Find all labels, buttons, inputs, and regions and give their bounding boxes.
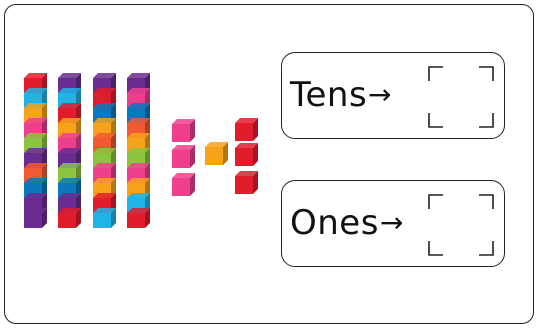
ones-cube [235, 118, 258, 141]
tens-rod [58, 73, 81, 228]
rod-cube [24, 208, 47, 228]
tens-answer-bracket-icon[interactable] [427, 65, 495, 129]
rod-cube [127, 208, 150, 228]
ones-cube [172, 145, 195, 168]
ones-box: Ones → [281, 180, 505, 267]
tens-box: Tens → [281, 52, 505, 139]
rod-cube [58, 208, 81, 228]
tens-rod [24, 73, 47, 228]
ones-cube [235, 143, 258, 166]
ones-cube [205, 142, 228, 165]
tens-arrow: → [368, 75, 391, 115]
ones-answer-bracket-icon[interactable] [427, 193, 495, 257]
rod-cube [93, 208, 116, 228]
tens-rod [93, 73, 116, 228]
ones-cube [172, 119, 195, 142]
ones-arrow: → [380, 203, 403, 243]
ones-label: Ones [290, 203, 379, 243]
ones-cube [235, 171, 258, 194]
ones-cubes [172, 118, 258, 196]
tens-label: Tens [290, 75, 367, 115]
tens-rods [24, 73, 150, 228]
tens-rod [127, 73, 150, 228]
ones-cube [172, 173, 195, 196]
